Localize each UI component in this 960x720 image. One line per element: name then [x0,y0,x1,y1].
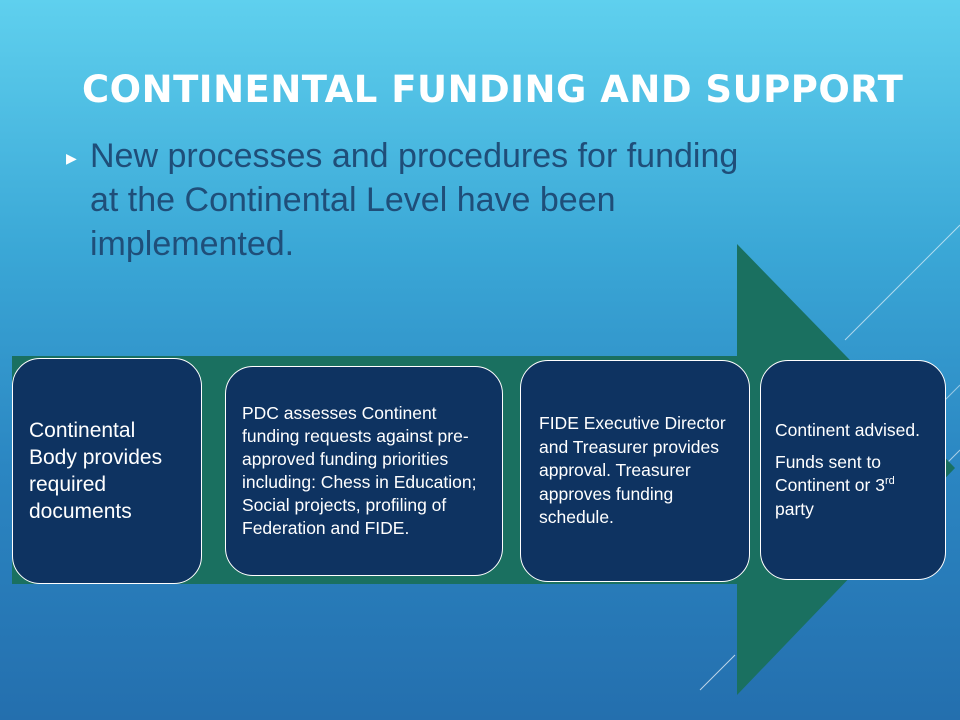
process-step-4-line1: Continent advised. [775,420,920,440]
process-step-4-line2-post: party [775,498,814,519]
ordinal-suffix: rd [884,475,895,488]
process-step-4-line2-pre: Funds sent to Continent or 3 [775,451,885,496]
process-step-4: Continent advised. Funds sent to Contine… [760,360,946,580]
process-step-3-text: FIDE Executive Director and Treasurer pr… [539,413,726,528]
process-step-3: FIDE Executive Director and Treasurer pr… [520,360,750,582]
bullet-text: New processes and procedures for funding… [90,137,739,263]
process-step-2: PDC assesses Continent funding requests … [225,366,503,576]
slide-title: CONTINENTAL FUNDING AND SUPPORT [82,68,904,111]
process-step-4-line2: Funds sent to Continent or 3rd party [775,451,931,522]
process-step-2-text: PDC assesses Continent funding requests … [242,403,477,538]
process-step-1-text: Continental Body provides required docum… [29,419,163,523]
bullet-triangle-icon: ▶ [66,150,77,166]
process-step-1: Continental Body provides required docum… [12,358,202,584]
